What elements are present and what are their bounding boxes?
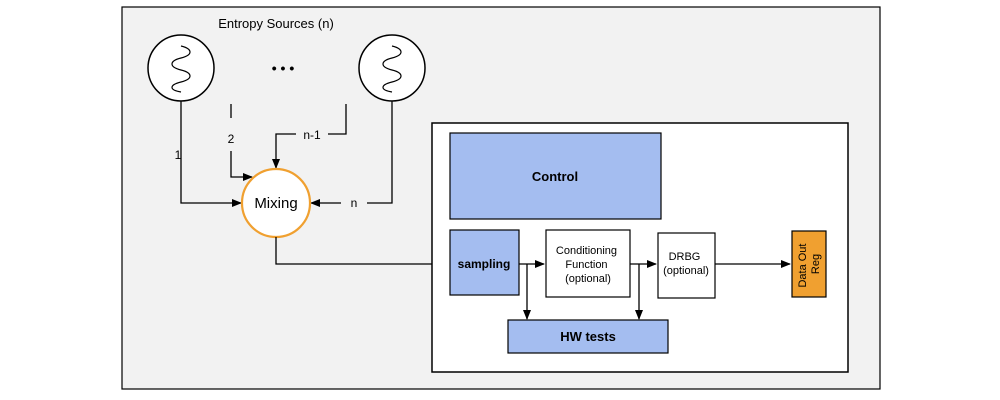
line-1-label: 1 bbox=[175, 148, 182, 162]
hw-tests-block bbox=[507, 319, 669, 354]
line-n bbox=[367, 101, 393, 204]
ellipsis: • • • bbox=[272, 60, 295, 76]
line-n-minus-1-label: n-1 bbox=[303, 128, 321, 142]
line-2 bbox=[230, 151, 253, 181]
conditioning-label: Conditioning Function (optional) bbox=[556, 245, 620, 285]
control-block bbox=[449, 132, 662, 220]
hw-tests-label: HW tests bbox=[560, 329, 616, 344]
line-1 bbox=[180, 101, 242, 207]
sampling-label: sampling bbox=[458, 257, 511, 271]
line-n-minus-1 bbox=[328, 104, 347, 135]
entropy-source-1 bbox=[147, 34, 215, 102]
sampling-block bbox=[449, 229, 520, 296]
entropy-sources-title: Entropy Sources (n) bbox=[218, 16, 334, 31]
data-out-reg-label: Data Out Reg bbox=[797, 240, 822, 287]
line-n-label: n bbox=[351, 196, 358, 210]
drbg-block bbox=[657, 232, 716, 299]
control-label: Control bbox=[532, 169, 578, 184]
line-2-label: 2 bbox=[228, 132, 235, 146]
sine-wave-icon bbox=[171, 45, 191, 93]
mixing-to-sampling-line bbox=[275, 237, 449, 268]
drbg-label: DRBG (optional) bbox=[663, 251, 709, 277]
conditioning-block bbox=[545, 229, 631, 298]
entropy-source-n bbox=[358, 34, 426, 102]
mixing-label: Mixing bbox=[254, 195, 297, 212]
data-out-reg-block bbox=[791, 230, 827, 298]
sine-wave-icon bbox=[382, 45, 402, 93]
